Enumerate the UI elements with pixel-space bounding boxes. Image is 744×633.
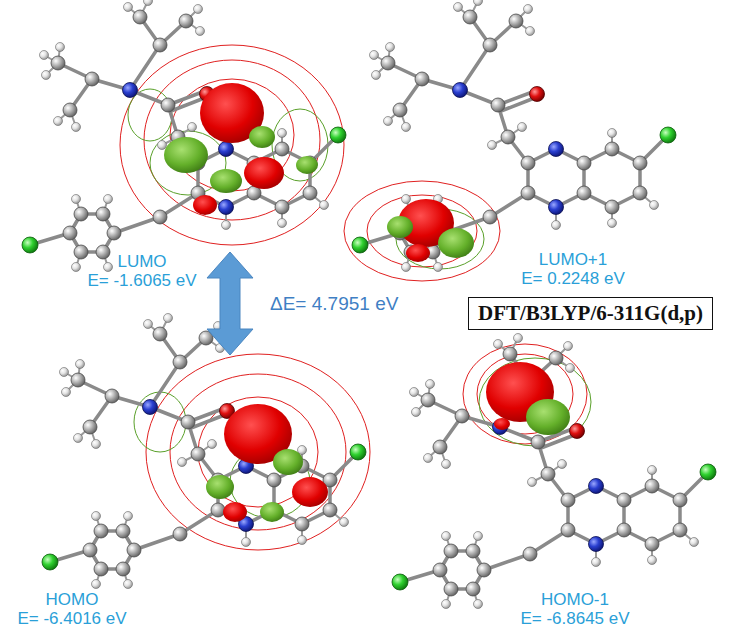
energy-gap-label: ΔE= 4.7951 eV bbox=[267, 292, 401, 316]
orbital-caption: LUMO+1E= 0.2248 eV bbox=[521, 250, 625, 288]
method-box: DFT/B3LYP/6-311G(d,p) bbox=[468, 297, 713, 330]
orbital-panel: LUMOE= -1.6065 eV bbox=[0, 0, 390, 252]
orbital-name: HOMO-1 bbox=[520, 590, 629, 609]
homo-minus-one-plot bbox=[392, 334, 716, 609]
orbital-panel: LUMO+1E= 0.2248 eV bbox=[390, 0, 744, 250]
orbital-art bbox=[206, 475, 234, 499]
orbital-art bbox=[42, 314, 366, 589]
orbital-art bbox=[244, 157, 284, 189]
orbital-energy: E= -1.6065 eV bbox=[87, 271, 196, 290]
orbital-art bbox=[193, 195, 217, 215]
orbital-art bbox=[344, 181, 500, 281]
orbital-energy: E= 0.2248 eV bbox=[521, 269, 625, 288]
orbital-art bbox=[352, 0, 676, 272]
orbital-art bbox=[296, 156, 318, 174]
orbital-art bbox=[344, 181, 500, 281]
orbital-caption: HOMO-1E= -6.8645 eV bbox=[520, 590, 629, 628]
orbital-energy: E= -6.8645 eV bbox=[520, 609, 629, 628]
orbital-art bbox=[526, 399, 570, 435]
orbital-art bbox=[494, 418, 510, 430]
orbital-art bbox=[249, 126, 275, 148]
method-label: DFT/B3LYP/6-311G(d,p) bbox=[478, 301, 703, 326]
orbital-art bbox=[164, 137, 208, 173]
orbital-art bbox=[260, 502, 284, 522]
orbital-caption: HOMOE= -6.4016 eV bbox=[17, 590, 126, 628]
orbital-caption: LUMOE= -1.6065 eV bbox=[87, 252, 196, 290]
orbital-panel: HOMO-1E= -6.8645 eV bbox=[380, 340, 744, 590]
orbital-art bbox=[406, 244, 430, 262]
orbital-art bbox=[477, 354, 573, 434]
orbital-art bbox=[146, 354, 370, 550]
orbital-art bbox=[292, 477, 328, 507]
orbital-art bbox=[438, 228, 474, 258]
orbital-art bbox=[210, 169, 242, 193]
orbital-art bbox=[223, 502, 247, 522]
orbital-energy: E= -6.4016 eV bbox=[17, 609, 126, 628]
orbital-art bbox=[392, 334, 716, 609]
orbital-name: LUMO bbox=[87, 252, 196, 271]
orbital-art bbox=[273, 449, 303, 475]
orbital-art bbox=[367, 195, 477, 267]
orbital-art bbox=[22, 0, 346, 272]
lumo-plot bbox=[22, 0, 346, 272]
homo-plot bbox=[42, 314, 370, 589]
orbital-name: HOMO bbox=[17, 590, 126, 609]
orbital-panel: HOMOE= -6.4016 eV bbox=[0, 355, 380, 590]
orbital-art bbox=[134, 392, 186, 452]
lumo-plus-one-plot bbox=[344, 0, 676, 281]
energy-gap-arrow bbox=[207, 252, 253, 355]
orbital-name: LUMO+1 bbox=[521, 250, 625, 269]
orbital-art bbox=[387, 216, 413, 238]
